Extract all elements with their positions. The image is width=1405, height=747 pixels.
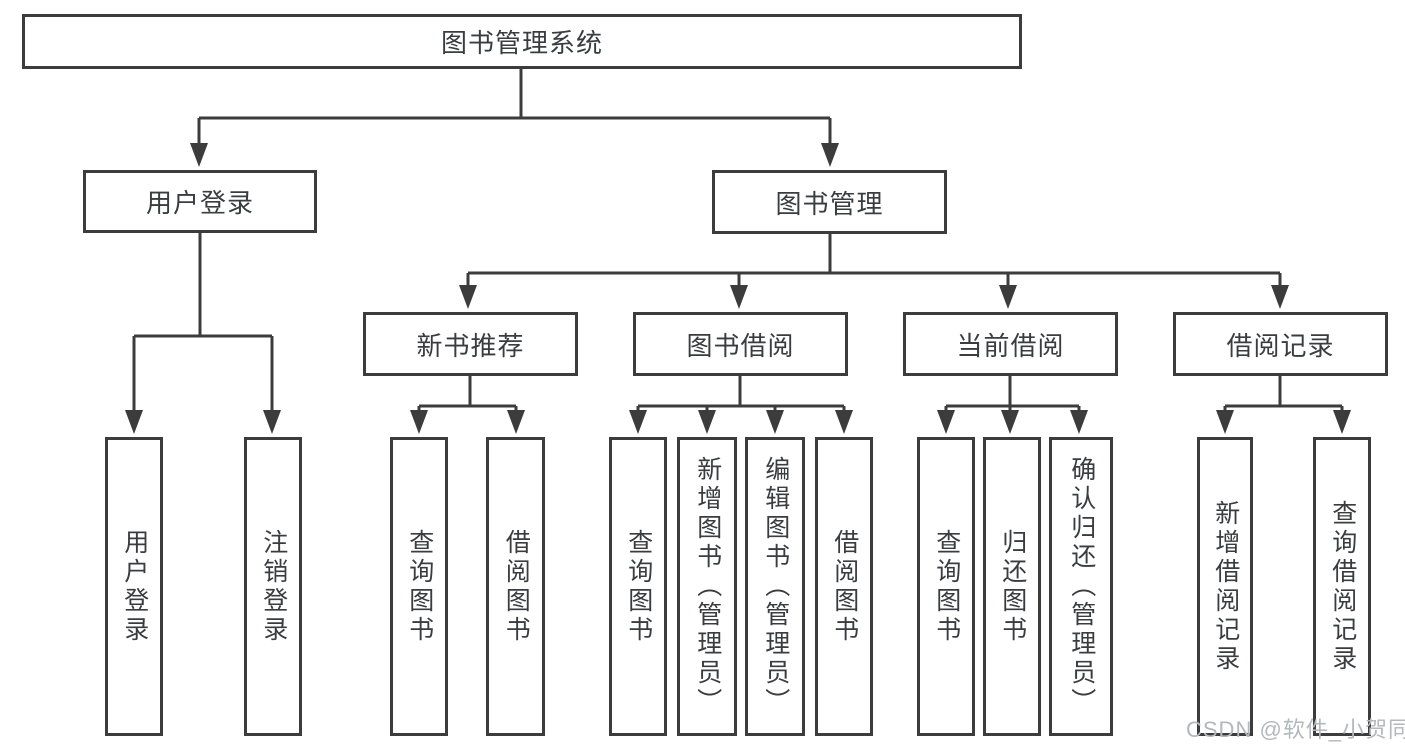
leaf-query-borrow-record: 查询借阅记录 [1313, 437, 1371, 736]
leaf-return-books: 归还图书 [983, 437, 1041, 736]
node-user-login: 用户登录 [83, 170, 317, 233]
arrowheads [125, 143, 1351, 434]
node-library-management-system: 图书管理系统 [22, 14, 1022, 69]
node-book-borrowing: 图书借阅 [633, 312, 848, 376]
leaf-query-books-recommend: 查询图书 [390, 437, 448, 736]
leaf-query-books-current: 查询图书 [917, 437, 975, 736]
leaf-query-books-borrowing: 查询图书 [609, 437, 667, 736]
leaf-add-borrow-record: 新增借阅记录 [1197, 437, 1253, 736]
leaf-borrow-books: 借阅图书 [815, 437, 873, 736]
leaf-confirm-return-admin: 确认归还（管理员） [1049, 437, 1113, 736]
leaf-borrow-books-recommend: 借阅图书 [486, 437, 545, 736]
node-current-borrowing: 当前借阅 [903, 312, 1118, 376]
csdn-watermark: CSDN @软件_小贺同学 [1186, 717, 1405, 742]
node-new-book-recommendation: 新书推荐 [363, 312, 578, 376]
node-borrowing-records: 借阅记录 [1173, 312, 1388, 376]
node-book-management: 图书管理 [712, 170, 947, 234]
leaf-user-login: 用户登录 [105, 437, 163, 736]
leaf-edit-books-admin: 编辑图书（管理员） [745, 437, 805, 736]
leaf-add-books-admin: 新增图书（管理员） [677, 437, 737, 736]
leaf-logout: 注销登录 [244, 437, 302, 736]
